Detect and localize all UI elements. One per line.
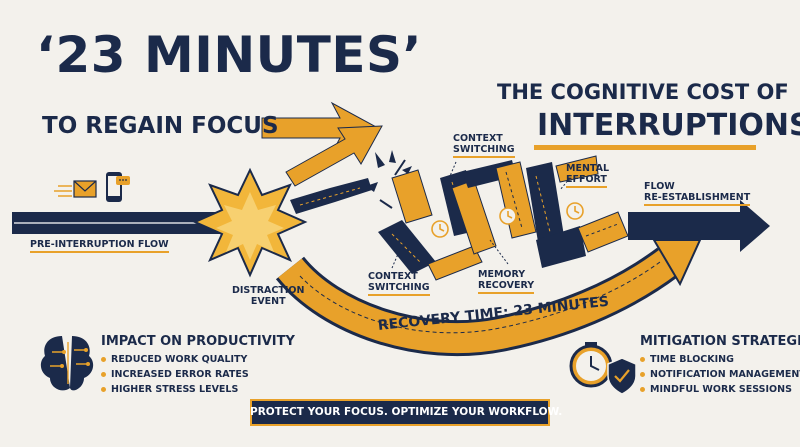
label-leaders: [391, 161, 571, 269]
impact-panel: IMPACT ON PRODUCTIVITY REDUCED WORK QUAL…: [101, 334, 295, 397]
mitigation-item: MINDFUL WORK SESSIONS: [640, 382, 800, 397]
clock-icon: [431, 220, 449, 238]
envelope-icon: [54, 180, 97, 198]
title-line-1: THE COGNITIVE COST OF: [497, 80, 789, 104]
title-line-2: INTERRUPTIONS: [537, 108, 800, 143]
clock-icon: [499, 207, 517, 225]
headline: ‘23 MINUTES’: [36, 26, 423, 84]
label-memory-recovery: MEMORY RECOVERY: [478, 269, 535, 294]
label-mental-effort: MENTAL EFFORT: [566, 163, 609, 188]
label-context-switching-bottom: CONTEXT SWITCHING: [368, 271, 430, 296]
shield-check-icon: [607, 357, 637, 395]
mitigation-title: MITIGATION STRATEGIES: [640, 334, 800, 349]
label-distraction-event: DISTRACTION EVENT: [232, 285, 305, 307]
subheadline: TO REGAIN FOCUS: [42, 113, 279, 139]
mitigation-item: TIME BLOCKING: [640, 352, 800, 367]
impact-item: REDUCED WORK QUALITY: [101, 352, 295, 367]
mitigation-panel: MITIGATION STRATEGIES TIME BLOCKING NOTI…: [640, 334, 800, 397]
label-flow-reestablishment: FLOW RE-ESTABLISHMENT: [644, 181, 751, 206]
impact-item: INCREASED ERROR RATES: [101, 367, 295, 382]
label-context-switching-top: CONTEXT SWITCHING: [453, 133, 515, 158]
label-pre-interruption: PRE-INTERRUPTION FLOW: [30, 239, 169, 253]
post-distraction-arrow: [290, 178, 372, 214]
impact-title: IMPACT ON PRODUCTIVITY: [101, 334, 295, 349]
rising-arrow: [285, 125, 383, 187]
mitigation-item: NOTIFICATION MANAGEMENT: [640, 367, 800, 382]
title-underline: [534, 145, 756, 150]
explosion-icon: [192, 167, 308, 278]
recovery-curve-arrow: [275, 239, 702, 357]
clock-icon: [566, 202, 584, 220]
stopwatch-icon: [569, 342, 613, 388]
impact-item: HIGHER STRESS LEVELS: [101, 382, 295, 397]
debris-shards: [366, 150, 412, 209]
footer-banner: [250, 399, 550, 426]
smartphone-icon: [106, 172, 130, 202]
footer-text: PROTECT YOUR FOCUS. OPTIMIZE YOUR WORKFL…: [250, 406, 563, 418]
zigzag-recovery-path: [378, 155, 629, 281]
brain-circuit-icon: [40, 336, 94, 391]
